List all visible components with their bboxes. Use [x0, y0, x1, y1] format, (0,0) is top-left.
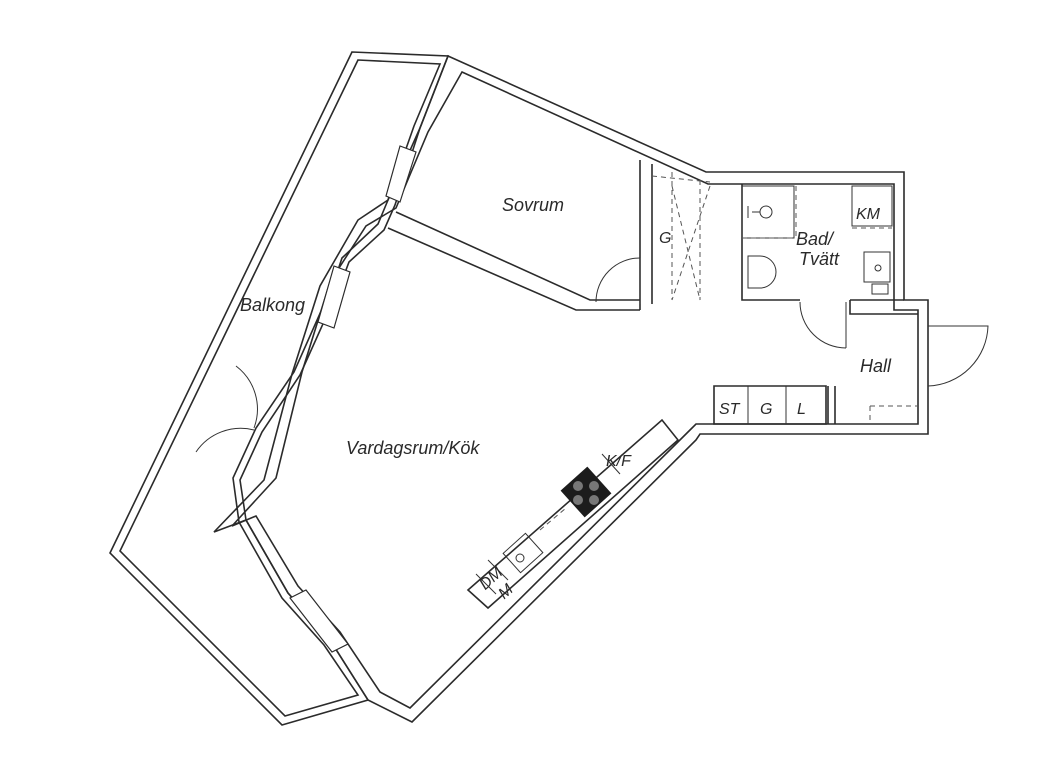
stove-icon [560, 466, 612, 518]
doors [195, 257, 989, 453]
balcony [109, 51, 450, 726]
label-vardagsrum: Vardagsrum/Kök [346, 438, 480, 458]
label-g-cabinet: G [760, 401, 772, 418]
label-hall: Hall [860, 356, 892, 376]
label-balkong: Balkong [240, 295, 305, 315]
bedroom-walls [387, 160, 653, 311]
label-km: KM [856, 206, 881, 223]
label-garderob: G [659, 230, 671, 247]
label-st: ST [719, 401, 741, 418]
toilet-icon [747, 255, 777, 289]
exterior-walls [213, 54, 929, 723]
kitchen-sink-icon [502, 532, 544, 574]
hall-walls [713, 385, 836, 425]
kitchen-counter [466, 418, 680, 610]
label-sovrum: Sovrum [502, 195, 564, 215]
wardrobe-bedroom [651, 172, 711, 301]
label-l-cabinet: L [797, 401, 806, 418]
label-tvatt: Tvätt [799, 249, 840, 269]
bathroom-fixtures [741, 185, 893, 295]
label-bad: Bad/ [796, 229, 835, 249]
hall-closet [869, 405, 918, 424]
windows [289, 145, 417, 653]
sink-icon [863, 251, 891, 283]
label-kf: K/F [606, 453, 632, 470]
